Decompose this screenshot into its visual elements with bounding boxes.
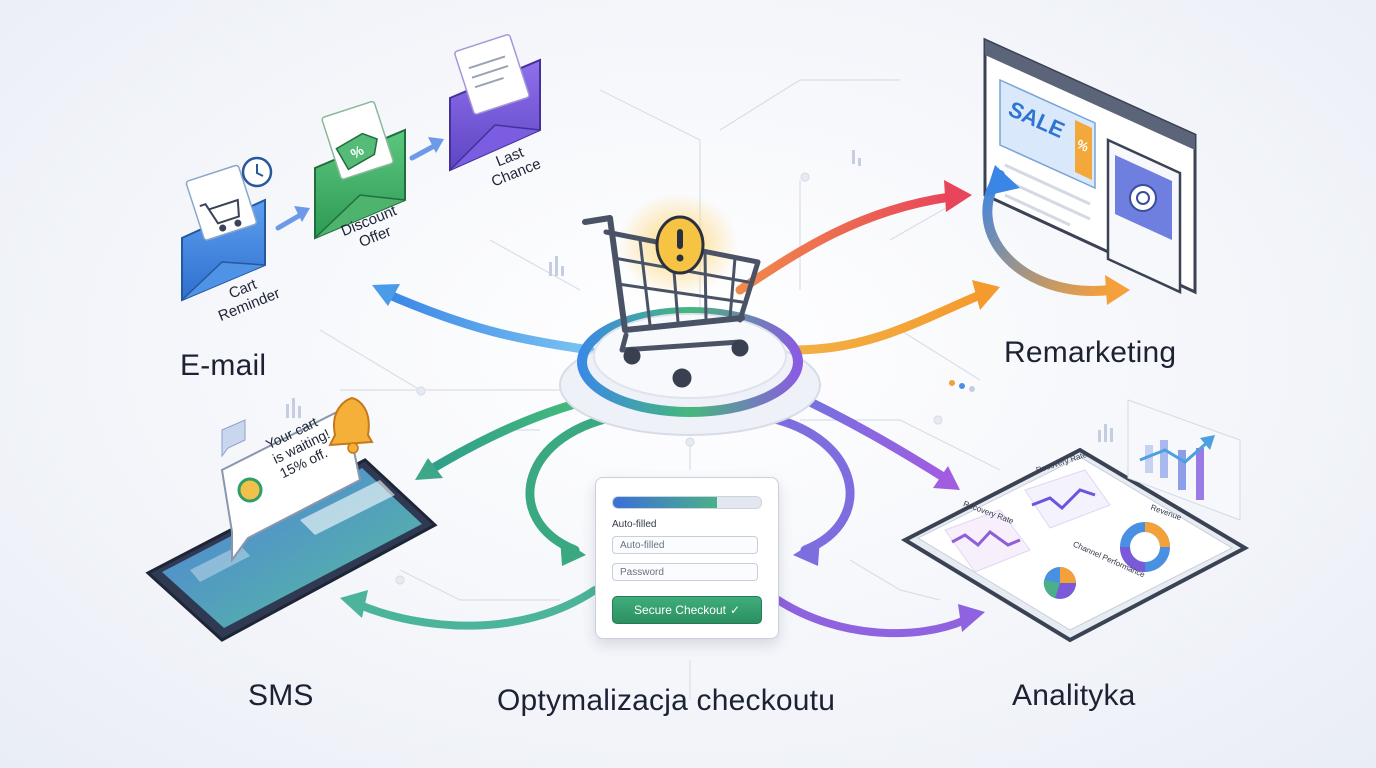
checkout-form-card: Auto-filled Auto-filled Password Secure … (595, 477, 779, 639)
secure-checkout-label: Secure Checkout (633, 603, 726, 617)
password-input[interactable]: Password (612, 563, 758, 581)
email-envelope-discount-offer[interactable]: % (314, 100, 406, 240)
remarketing-browser-window[interactable] (983, 37, 1197, 295)
arrow-checkout-right (750, 410, 855, 566)
checkout-progress-fill (613, 497, 717, 508)
remarketing-loop-arrow (982, 165, 1130, 305)
arrow-analytics (780, 385, 960, 490)
checkout-form-label: Auto-filled (612, 519, 657, 530)
chat-icon (237, 477, 263, 503)
cart-icon (199, 198, 242, 232)
background-lines (319, 79, 1001, 700)
floating-bar-chart (1127, 399, 1241, 521)
secure-checkout-button[interactable]: Secure Checkout ✓ (612, 596, 762, 624)
arrow-remarketing-red (735, 180, 972, 295)
arrow-icon (275, 206, 310, 231)
channel-performance-chart (1043, 567, 1076, 599)
section-label-remarketing: Remarketing (1004, 336, 1177, 369)
deco-bars (286, 150, 1113, 442)
alert-icon (655, 215, 705, 275)
central-hub (559, 307, 821, 436)
checkout-progress-bar (612, 496, 762, 509)
section-label-sms: SMS (248, 679, 314, 712)
checkmark-icon: ✓ (730, 603, 741, 617)
recovery-rate-chart (1024, 469, 1111, 529)
section-label-analytics: Analityka (1012, 679, 1136, 712)
revenue-donut-chart (1120, 522, 1170, 572)
arrow-checkout-to-sms (340, 586, 599, 630)
chat-bubble-icon (221, 419, 246, 458)
target-icon (1129, 184, 1157, 212)
arrow-checkout-to-analytics (774, 596, 985, 638)
section-label-checkout: Optymalizacja checkoutu (497, 684, 836, 717)
section-label-email: E-mail (180, 349, 267, 382)
notification-bell-icon (328, 396, 374, 454)
arrow-checkout-left (525, 410, 630, 566)
email-envelope-cart-reminder[interactable] (181, 156, 273, 302)
analytics-tablet[interactable] (900, 447, 1250, 643)
email-envelope-last-chance[interactable] (449, 34, 541, 172)
arrow-remarketing-orange (790, 280, 1000, 355)
autofilled-input[interactable]: Auto-filled (612, 536, 758, 554)
arrow-icon (409, 137, 444, 161)
discount-tag-icon: % (335, 132, 378, 171)
recovery-rate-chart-2 (944, 509, 1031, 573)
arrow-email (372, 284, 595, 355)
